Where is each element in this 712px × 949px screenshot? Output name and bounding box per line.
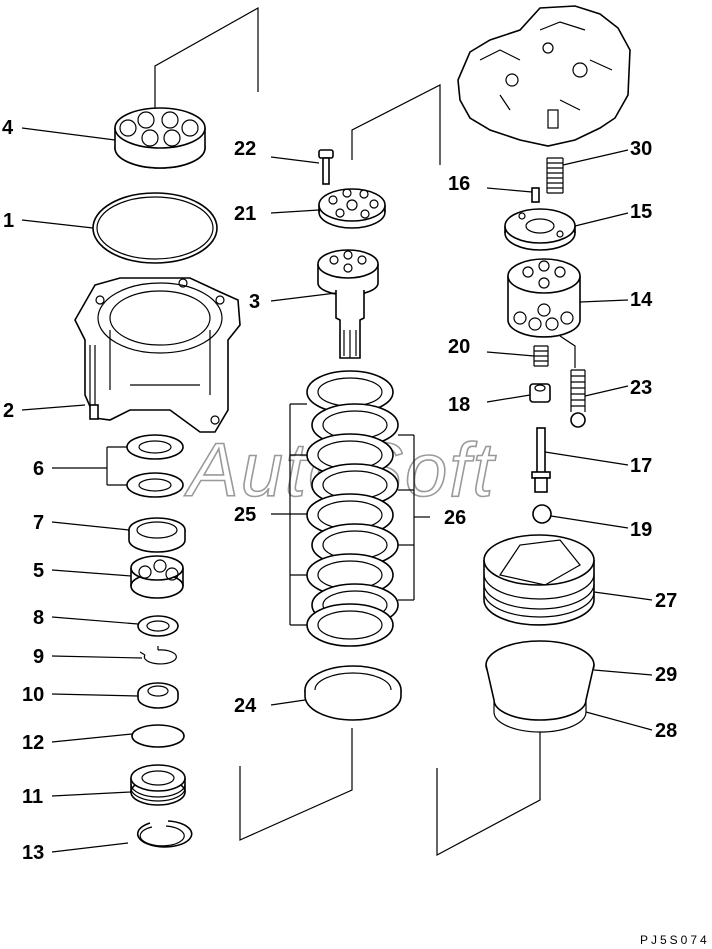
callout-26: 26 <box>444 507 466 529</box>
callout-28: 28 <box>655 720 677 742</box>
callout-16: 16 <box>448 173 470 195</box>
part-14-cylinder-block[interactable] <box>507 258 581 338</box>
part-7-spacer-ring[interactable] <box>128 517 186 553</box>
callout-7: 7 <box>33 512 44 534</box>
callout-14: 14 <box>630 289 653 311</box>
callout-29: 29 <box>655 664 677 686</box>
callout-18: 18 <box>448 394 470 416</box>
assembly-bracket <box>436 732 541 857</box>
callout-21: 21 <box>234 203 256 225</box>
callout-23: 23 <box>630 377 652 399</box>
brake-disc-plate-stack[interactable] <box>306 370 399 647</box>
part-21-retainer-plate[interactable] <box>318 188 386 229</box>
part-30-spring[interactable] <box>546 157 564 194</box>
part-2-housing[interactable] <box>74 277 241 433</box>
assembly-bracket <box>154 6 259 112</box>
callout-3: 3 <box>249 291 260 313</box>
part-6-shims[interactable] <box>126 434 184 498</box>
part-13-retaining-ring[interactable] <box>136 820 193 848</box>
part-23-spring-piston[interactable] <box>559 335 586 428</box>
part-5-bearing[interactable] <box>130 555 184 599</box>
part-12-plate[interactable] <box>131 724 185 748</box>
part-3-shaft[interactable] <box>317 249 379 359</box>
callout-8: 8 <box>33 607 44 629</box>
callout-4: 4 <box>2 117 14 139</box>
callout-11: 11 <box>22 786 43 808</box>
callout-17: 17 <box>630 455 652 477</box>
assembly-bracket <box>351 84 441 165</box>
callout-2: 2 <box>3 400 14 422</box>
part-24-ring[interactable] <box>304 665 402 721</box>
callout-6: 6 <box>33 458 44 480</box>
callout-25: 25 <box>234 504 256 526</box>
part-18-collar[interactable] <box>529 383 551 403</box>
callout-27: 27 <box>655 590 677 612</box>
callout-5: 5 <box>33 560 44 582</box>
assembly-bracket <box>239 728 353 841</box>
part-20-spring[interactable] <box>533 345 549 367</box>
part-19-ball[interactable] <box>532 504 552 524</box>
part-8-seal[interactable] <box>137 615 179 637</box>
callout-15: 15 <box>630 201 652 223</box>
part-22-bolt[interactable] <box>318 149 334 185</box>
part-11-nut[interactable] <box>130 764 186 806</box>
part-29-ring[interactable] <box>485 640 595 721</box>
callout-24: 24 <box>234 695 257 717</box>
callout-13: 13 <box>22 842 44 864</box>
part-9-snap-ring[interactable] <box>139 646 177 665</box>
callout-12: 12 <box>22 732 44 754</box>
part-4-bearing[interactable] <box>114 107 206 169</box>
callout-30: 30 <box>630 138 652 160</box>
motor-case-housing[interactable] <box>457 5 631 147</box>
part-16-pin[interactable] <box>531 187 540 203</box>
part-17-spool[interactable] <box>531 427 551 493</box>
callout-20: 20 <box>448 336 470 358</box>
callout-1: 1 <box>3 210 14 232</box>
callout-22: 22 <box>234 138 256 160</box>
drawing-reference-number: PJ5S074 <box>640 933 710 947</box>
callout-19: 19 <box>630 519 652 541</box>
callout-9: 9 <box>33 646 44 668</box>
callout-10: 10 <box>22 684 44 706</box>
part-1-o-ring[interactable] <box>92 192 218 264</box>
part-27-brake-piston[interactable] <box>483 534 595 626</box>
part-15-valve-plate[interactable] <box>504 208 576 251</box>
part-10-collar[interactable] <box>137 682 179 709</box>
